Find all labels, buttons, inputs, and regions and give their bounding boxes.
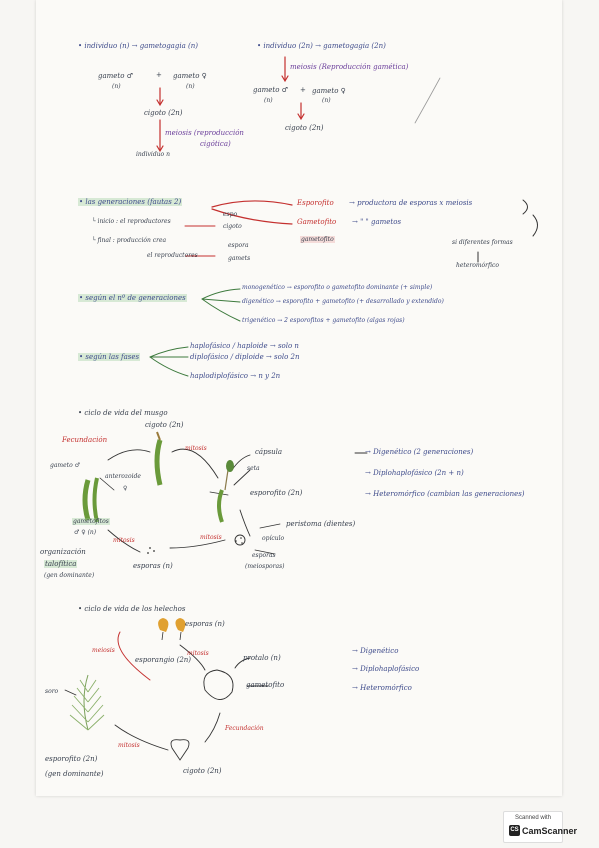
sec5-organ3: (gen dominante) <box>44 572 95 579</box>
sec6-soro: soro <box>45 688 59 695</box>
sec2-diferentes: si diferentes formas <box>452 239 513 246</box>
sec6-r2: → Diplohaplofásico <box>352 665 420 673</box>
sec6-mitosis: mitosis <box>118 742 140 749</box>
sec6-esp-dom: (gen dominante) <box>45 770 104 778</box>
sec1-n2: (n) <box>186 83 195 90</box>
sec5-meiosis-bottom: mitosis <box>200 534 222 541</box>
sec3-title-text: • según el nº de generaciones <box>78 294 187 302</box>
sec2-espora: espora <box>228 242 249 249</box>
sec5-gametofitos: gametofitos <box>72 518 110 525</box>
sec1-meiosis2: meiosis (Reproducción gamética) <box>290 63 409 71</box>
sec6-esporangio: esporangio (2n) <box>135 656 192 664</box>
sec1-plus: + <box>156 71 162 79</box>
sec4-haplodiplo: haplodiplofásico → n y 2n <box>190 372 281 380</box>
sec5-mitosis: mitosis <box>113 537 135 544</box>
sec6-esporofito: esporofito (2n) <box>45 755 98 763</box>
sec3-di: digenético → esporofito + gametofito (+ … <box>242 298 444 305</box>
sec1-gameto-f: gameto ♀ <box>173 72 207 80</box>
paper-sheet <box>36 0 562 796</box>
camscanner-badge: Scanned with CS CamScanner <box>503 811 577 843</box>
sec5-fecundacion: Fecundación <box>62 436 108 444</box>
sec5-capsula: cápsula <box>255 448 283 456</box>
sec2-heteromorfico: heteromórfico <box>456 262 500 269</box>
sec5-r1: → Digenético (2 generaciones) <box>365 448 474 456</box>
sec1-line1b: • individuo (2n) → gametogagia (2n) <box>257 42 386 50</box>
scanned-with-text: Scanned with <box>514 815 552 821</box>
sec1-n4: (n) <box>322 97 331 104</box>
sec1-line1a: • individuo (n) → gametogagia (n) <box>78 42 198 50</box>
sec5-cigoto: cigoto (2n) <box>145 421 184 429</box>
sec5-gameto-f: ♀ <box>123 485 128 492</box>
sec3-title: • según el nº de generaciones <box>78 294 187 302</box>
sec5-organ2-text: talofítica <box>44 560 78 568</box>
sec1-plus2: + <box>300 86 306 94</box>
sec5-anterozoide: anterozoide <box>105 473 141 480</box>
sec4-diplo: diplofásico / diploide → solo 2n <box>190 353 300 361</box>
sec6-cigoto: cigoto (2n) <box>183 767 222 775</box>
sec1-n1: (n) <box>112 83 121 90</box>
sec3-mono: monogenético → esporofito o gametofito d… <box>242 284 433 291</box>
sec2-title-text: • las generaciones (fautas 2) <box>78 198 183 206</box>
sec5-gametofitos2: ♂ ♀ (n) <box>74 529 97 536</box>
sec1-cigoto2: cigoto (2n) <box>285 124 324 132</box>
sec4-haplo: haplofásico / haploide → solo n <box>190 342 299 350</box>
sec5-gametofitos-text: gametofitos <box>72 518 110 525</box>
sec2-gametofito-hl: gametofito <box>300 236 335 243</box>
sec2-gametofito-hl-text: gametofito <box>300 236 335 243</box>
camscanner-text: CamScanner <box>522 826 578 836</box>
sec6-r3: → Heteromórfico <box>352 684 412 692</box>
sec6-protalo: protalo (n) <box>243 654 281 662</box>
sec2-esporo-desc: → productora de esporas x meiosis <box>349 199 473 207</box>
camscanner-logo-icon: CS <box>509 825 520 836</box>
sec1-gameto-f2: gameto ♀ <box>312 87 346 95</box>
sec1-n3: (n) <box>264 97 273 104</box>
sec5-peristoma: peristoma (dientes) <box>286 520 356 528</box>
sec2-title: • las generaciones (fautas 2) <box>78 198 183 206</box>
sec2-gametofito: Gametofito <box>297 218 337 226</box>
sec2-final: └ final : producción crea <box>92 237 167 244</box>
sec6-esporas: esporas (n) <box>185 620 225 628</box>
sec4-title: • según las fases <box>78 353 141 361</box>
sec5-opiculo: opículo <box>262 535 285 542</box>
sec5-r3: → Heteromórfico (cambian las generacione… <box>365 490 525 498</box>
sec5-esporas-n: esporas (n) <box>133 562 173 570</box>
sec6-gametofito: gametofito <box>246 681 285 689</box>
sec1-gameto-m2: gameto ♂ <box>253 86 288 94</box>
sec4-title-text: • según las fases <box>78 353 141 361</box>
sec5-organ2: talofítica <box>44 560 78 568</box>
sec6-meiosis: meiosis <box>92 647 115 654</box>
sec5-organ1: organización <box>40 548 86 556</box>
sec2-esporofito: Esporofito <box>297 199 334 207</box>
sec2-espo1: espo <box>223 211 238 218</box>
sec5-mitosis-top: mitosis <box>185 445 207 452</box>
sec5-title: • ciclo de vida del musgo <box>78 409 168 417</box>
sec5-meiosporas: (meiosporas) <box>245 563 285 570</box>
sec5-esporas: esporas <box>252 552 276 559</box>
sec5-seta: seta <box>247 465 260 472</box>
sec2-gametos: gamets <box>228 255 251 262</box>
sec6-mitosis-top: mitosis <box>187 650 209 657</box>
sec5-r2: → Diplohaplofásico (2n + n) <box>365 469 464 477</box>
sec2-el-rep: el reproductores <box>147 252 198 259</box>
sec6-title: • ciclo de vida de los helechos <box>78 605 186 613</box>
sec1-cigotica: cigótica) <box>200 140 231 148</box>
sec3-tri: trigenético → 2 esporofitos + gametofito… <box>242 317 405 324</box>
sec1-cigoto: cigoto (2n) <box>144 109 183 117</box>
sec5-gameto-m: gameto ♂ <box>50 462 80 469</box>
sec1-gameto-m: gameto ♂ <box>98 72 133 80</box>
sec5-esporofito: esporofito (2n) <box>250 489 303 497</box>
sec2-gameto-desc: → " " gametos <box>352 218 402 226</box>
sec2-inicio: └ inicio : el reproductores <box>92 218 171 225</box>
sec6-fecundacion: Fecundación <box>225 725 264 732</box>
sec1-individuo-n: individuo n <box>136 151 170 158</box>
sec1-meiosis: meiosis (reproducción <box>165 129 244 137</box>
sec6-r1: → Digenético <box>352 647 399 655</box>
sec2-cigoto: cigoto <box>223 223 242 230</box>
